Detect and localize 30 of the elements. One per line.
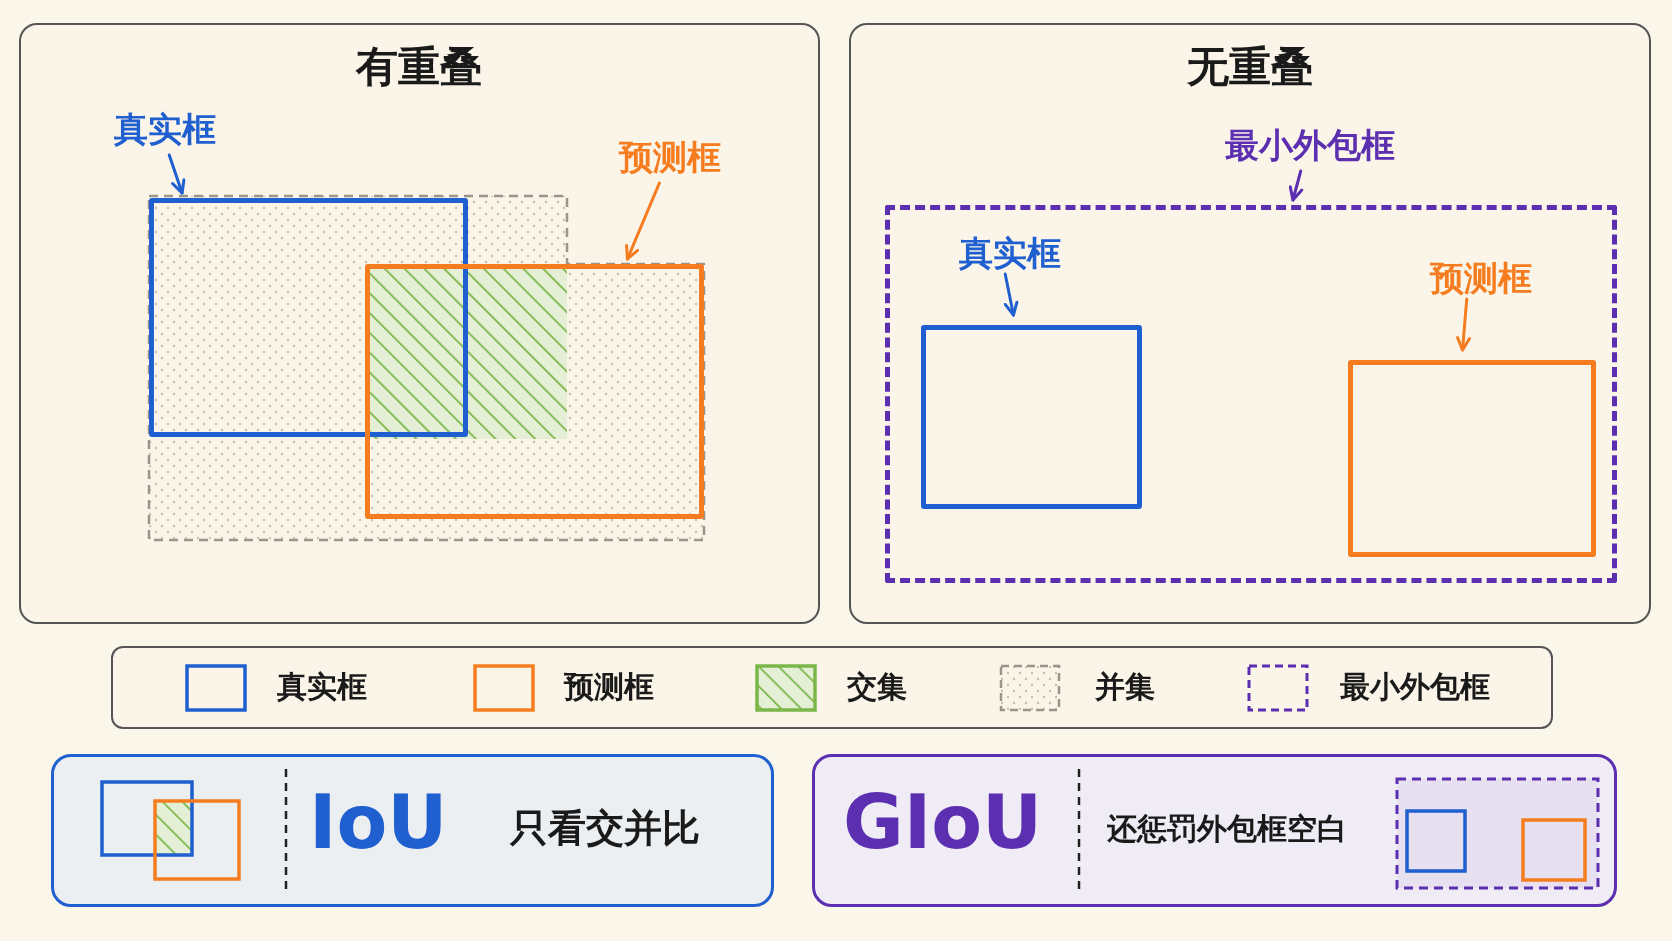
leader-arrow: [625, 181, 661, 261]
legend-label: 真实框: [277, 668, 367, 706]
leader-arrow: [1288, 169, 1304, 202]
panel-title: 有重叠: [354, 41, 483, 93]
bounding-box: [365, 264, 704, 519]
box-label: 预测框: [1428, 257, 1533, 300]
bounding-box: [921, 325, 1142, 509]
metric-description: 还惩罚外包框空白: [1107, 810, 1347, 848]
box-label: 预测框: [617, 136, 722, 179]
box-label: 真实框: [957, 232, 1062, 275]
enclosing-box: [885, 205, 1617, 583]
metric-name: GIoU: [843, 779, 1043, 865]
metric-description: 只看交并比: [510, 805, 700, 852]
metric-name: IoU: [309, 779, 448, 865]
legend-label: 并集: [1095, 668, 1155, 706]
leader-arrow: [1456, 297, 1471, 352]
box-label: 最小外包框: [1223, 124, 1396, 167]
leader-arrow: [167, 153, 186, 195]
box-label: 真实框: [112, 108, 217, 151]
legend-label: 最小外包框: [1340, 668, 1490, 706]
panel-title: 无重叠: [1185, 41, 1314, 93]
leader-arrow: [1003, 272, 1019, 317]
panel: [849, 23, 1651, 624]
legend-label: 交集: [847, 668, 907, 706]
bounding-box: [149, 198, 468, 437]
legend-label: 预测框: [564, 668, 654, 706]
bounding-box: [1348, 360, 1596, 557]
summary-card: [51, 754, 774, 907]
panel: [19, 23, 820, 624]
summary-card: [812, 754, 1617, 907]
